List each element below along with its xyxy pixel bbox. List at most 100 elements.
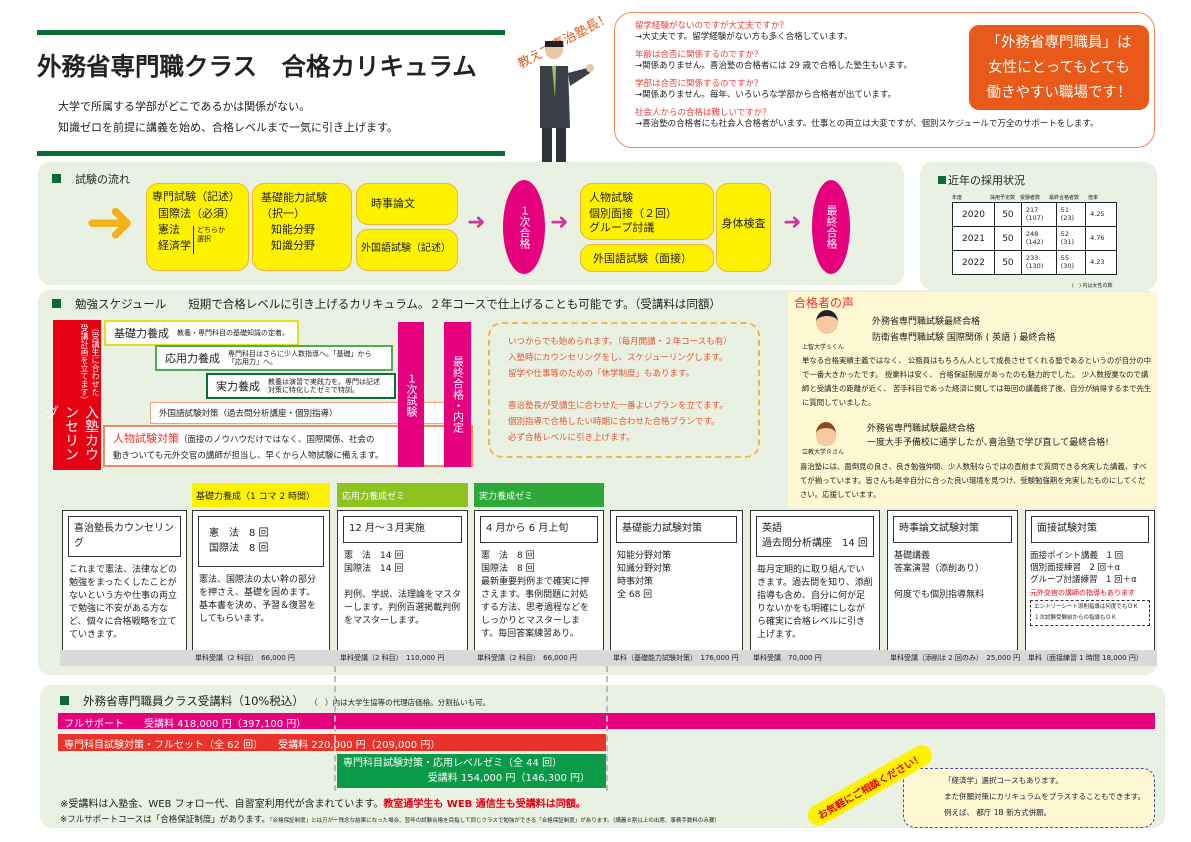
header-rule-bottom	[37, 151, 505, 156]
student-avatar	[816, 422, 836, 446]
recruit-cell: 2020	[952, 202, 995, 227]
schedule-gaikoku: 外国語試験対策（過去問分析講座・個別指導）	[150, 402, 470, 424]
final-pass-bar: 最終合格・内定	[444, 322, 471, 467]
course-card: 12 月～３月実施憲 法 14 回 国際法 14 回 判例、学説、法理論をマスタ…	[337, 510, 468, 650]
student-avatar	[816, 310, 838, 334]
counseling-bar: 入塾カウンセリング（受講生に合わせた受講計画を立てます）	[43, 320, 101, 470]
promo-line: 「外務省専門職員」は	[986, 35, 1132, 51]
intro-line: 知識ゼロを前提に講義を始め、合格レベルまで一気に引き上げます。	[58, 121, 398, 134]
first-pass-badge: １次合格	[503, 180, 545, 274]
voices-title: 合格者の声	[794, 296, 855, 310]
course-body: これまで憲法、法律などの勉強をまったくしたことがないという方や仕事の両立で勉強に…	[69, 565, 178, 641]
course-heading: 12 月～３月実施	[343, 516, 462, 543]
fee-senmon-full: 専門科目試験対策・フルセット（全 62 回） 受講料 220,000 円（209…	[58, 734, 606, 751]
arrow-icon: ➜	[783, 210, 802, 235]
student-result: 外務省専門職試験最終合格一度大手予備校に通学したが､喜治塾で学び直して最終合格!	[867, 424, 1109, 448]
recruit-cell: 217(107)	[1020, 202, 1057, 227]
course-heading: 憲 法 8 回 国際法 8 回	[198, 516, 324, 567]
course-body: 憲法、国際法の太い幹の部分を押さえ、基礎を固めます。基本書を決め、予習＆復習をし…	[199, 575, 317, 625]
course-heading: 喜治塾長カウンセリング	[68, 516, 181, 557]
course-price	[62, 650, 187, 666]
course-body: 面接ポイント講義 1 回 個別面接練習 2 回＋α グループ討議練習 1 回＋α	[1030, 550, 1137, 586]
recruit-cell: 55(30)	[1055, 250, 1087, 275]
recruit-cell: 2022	[952, 250, 995, 275]
intro-line: 大学で所属する学部がどこであるかは関係がない。	[58, 100, 311, 113]
course-card: 英語 過去問分析講座 14 回毎月定期的に取り組んでいきます。過去問を知り、添削…	[750, 510, 880, 650]
faq-question: 社会人からの合格は難しいですか？	[635, 107, 771, 118]
schedule-note-box: いつからでも始められます。（毎月開講・２年コースも有）入塾時にカウンセリングをし…	[488, 322, 760, 458]
recruit-cell: 4.23	[1085, 250, 1117, 275]
course-heading: 英語 過去問分析講座 14 回	[756, 516, 874, 557]
course-highlight: 元外交官の講師の指導もあります	[1030, 589, 1135, 598]
course-body: 憲 法 8 回 国際法 8 回 最新重要判例まで確実に押さえます。事例問題に対処…	[481, 550, 590, 639]
schedule-title: 勉強スケジュール短期で合格レベルに引き上げるカリキュラム。２年コースで仕上げるこ…	[52, 296, 721, 312]
schedule-jitsu: 実力養成教養は演習で実践力を。専門は記述対策に特化したゼミで特訓。	[206, 373, 396, 400]
student-name: 上智大学Ｓくん	[802, 344, 845, 351]
arrow-icon: ➜	[467, 210, 486, 235]
exam-flow-title: 試験の流れ	[52, 171, 130, 187]
recruit-cell: 50	[993, 226, 1022, 251]
flow-senmon: 専門試験（記述） 国際法（必須） 憲法経済学どちらか選択	[146, 183, 249, 271]
course-price: 単科受講 70,000 円	[753, 654, 822, 662]
flow-jinbutsu: 人物試験個別面接（２回）グループ討議	[580, 183, 714, 240]
student-name: 立教大学Ｒさん	[802, 449, 845, 456]
recruit-cell: 4.25	[1085, 202, 1117, 227]
flow-kiso: 基礎能力試験（択一）知能分野知識分野	[252, 183, 352, 271]
fees-note-1: ※受講料は入塾金、WEB フォロー代、自習室利用代が含まれています。教室通学生も…	[60, 799, 586, 810]
recruit-cell: 50	[993, 202, 1022, 227]
guide-line	[606, 666, 608, 791]
voices-panel: 合格者の声 上智大学Ｓくん 外務省専門職試験最終合格防衛省専門職試験 国際関係 …	[788, 292, 1157, 508]
band-jitsu: 実力養成ゼミ	[474, 483, 604, 507]
fee-oyo-zemi: 専門科目試験対策・応用レベルゼミ（全 44 回）受講料 154,000 円（14…	[337, 754, 606, 788]
faq-answer: →大丈夫です。留学経験がない方も多く合格しています。	[635, 32, 853, 43]
teacher-photo	[540, 41, 594, 162]
course-price: 単科受講（2 科目） 66,000 円	[477, 654, 577, 662]
course-body: 基礎講義 答案演習（添削あり） 何度でも個別指導無料	[894, 550, 985, 600]
course-price: 単科（基礎能力試験対策） 176,000 円	[613, 654, 739, 662]
recruit-cell: 4.76	[1085, 226, 1117, 251]
promo-box: 「外務省専門職員」は女性にとってもとても働きやすい職場です！	[969, 25, 1149, 110]
promo-line: 働きやすい職場です！	[986, 85, 1132, 101]
course-body: 知能分野対策 知識分野対策 時事対策 全 68 回	[617, 550, 672, 600]
course-card: 4 月から 6 月上旬憲 法 8 回 国際法 8 回 最新重要判例まで確実に押さ…	[474, 510, 604, 650]
course-body: 毎月定期的に取り組んでいきます。過去問を知り、添削指導も含め、自分に何が足りない…	[757, 565, 873, 641]
course-price: 単科受講（2 科目） 66,000 円	[195, 654, 295, 662]
recruit-title: 近年の採用状況	[938, 172, 1025, 188]
faq-bubble: 留学経験がないのですが大丈夫ですか？→大丈夫です。留学経験がない方も多く合格して…	[614, 12, 1155, 148]
final-pass-badge: 最終合格	[812, 180, 850, 274]
guide-line	[334, 666, 336, 791]
price-strip	[60, 650, 1157, 666]
recruit-cell: 233(130)	[1020, 250, 1057, 275]
arrow-icon: ➜	[550, 210, 569, 235]
header-intro: 大学で所属する学部がどこであるかは関係がない。 知識ゼロを前提に講義を始め、合格…	[58, 96, 398, 138]
faq-question: 年齢は合否に関係するのですか？	[635, 49, 763, 60]
course-heading: 4 月から 6 月上旬	[480, 516, 598, 543]
faq-question: 留学経験がないのですが大丈夫ですか？	[635, 21, 789, 31]
recruit-cell: 52(31)	[1055, 226, 1087, 251]
faq-answer: →喜治塾の合格者にも社会人合格者がいます。仕事との両立は大変ですが、個別スケジュ…	[635, 119, 1099, 130]
first-exam-bar: １次試験	[398, 322, 424, 467]
course-card: 面接試験対策面接ポイント講義 1 回 個別面接練習 2 回＋α グループ討議練習…	[1025, 510, 1155, 650]
extra-course-box: 「経済学」選択コースもあります。また併願対策にカリキュラムをプラスすることもでき…	[903, 768, 1155, 828]
recruit-cell: 50	[993, 250, 1022, 275]
flow-shintai: 身体検査	[716, 183, 771, 272]
band-kiso: 基礎力養成（1 コマ 2 時間）	[192, 483, 330, 507]
course-card: 時事論文試験対策基礎講義 答案演習（添削あり） 何度でも個別指導無料	[887, 510, 1018, 650]
student-testimonial: 喜治塾には、面倒見の良さ、良き勉強仲間、少人数制ならではの直前まで質問できる充実…	[800, 462, 1147, 499]
course-card: 憲 法 8 回 国際法 8 回憲法、国際法の太い幹の部分を押さえ、基礎を固めます…	[192, 510, 330, 650]
recruit-note: ( ) 内は女性の数	[1072, 283, 1113, 289]
course-card: 喜治塾長カウンセリングこれまで憲法、法律などの勉強をまったくしたことがないという…	[62, 510, 187, 650]
header-rule-top	[37, 30, 505, 35]
fees-note-2: ※フルサポートコースは「合格保証制度」があります。「合格保証制度」とは万が一残念…	[60, 815, 720, 825]
schedule-oyo: 応用力養成専門科目はさらに少人数指導へ。「基礎」から「応用力」へ。	[155, 345, 393, 372]
band-oyo: 応用力養成ゼミ	[337, 483, 468, 507]
course-heading: 面接試験対策	[1031, 516, 1149, 543]
faq-question: 学部は合否に関係するのですか？	[635, 78, 763, 89]
recruit-headers: 年度採用予定数受験者数最終合格者数倍率	[952, 195, 1099, 201]
student-testimonial: 単なる合格実績主義ではなく、 公務員はもちろん人として成長させてくれる塾であると…	[802, 356, 1152, 407]
promo-line: 女性にとってもとても	[988, 60, 1130, 76]
